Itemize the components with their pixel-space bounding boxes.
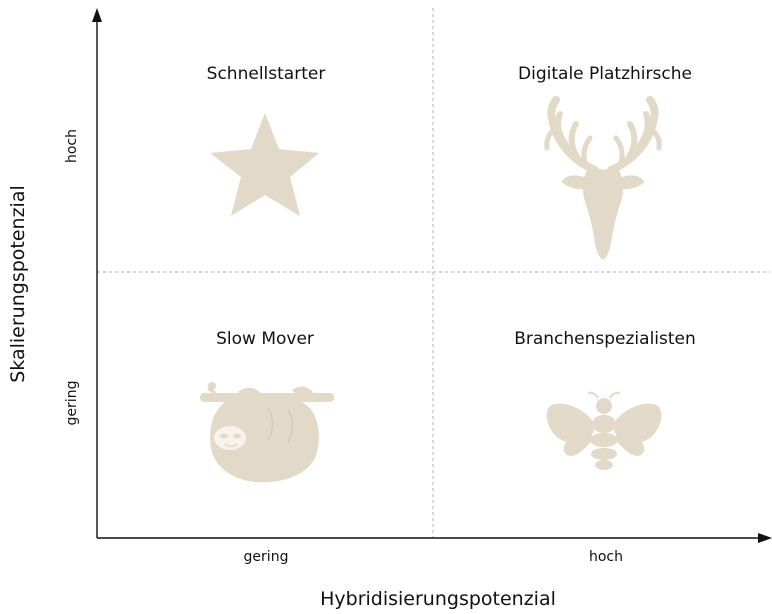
sloth-icon — [200, 382, 334, 483]
y-axis-low-label: gering — [64, 380, 80, 426]
y-axis-arrow-icon — [92, 8, 102, 22]
x-axis-low-label: gering — [243, 549, 289, 565]
quadrant-title-schnellstarter: Schnellstarter — [206, 64, 326, 84]
x-axis-high-label: hoch — [588, 549, 623, 565]
quadrant-title-branchenspezialisten: Branchenspezialisten — [514, 329, 696, 349]
x-axis-title: Hybridisierungspotenzial — [320, 588, 556, 610]
y-axis-title: Skalierungspotenzial — [7, 185, 29, 383]
quadrant-title-slow-mover: Slow Mover — [216, 329, 314, 349]
bee-icon — [546, 391, 662, 470]
quadrant-title-digitale-platzhirsche: Digitale Platzhirsche — [518, 64, 692, 84]
x-axis-arrow-icon — [758, 533, 772, 543]
stag-head-icon — [544, 96, 662, 260]
y-axis-high-label: hoch — [64, 128, 80, 164]
star-icon — [210, 113, 319, 216]
